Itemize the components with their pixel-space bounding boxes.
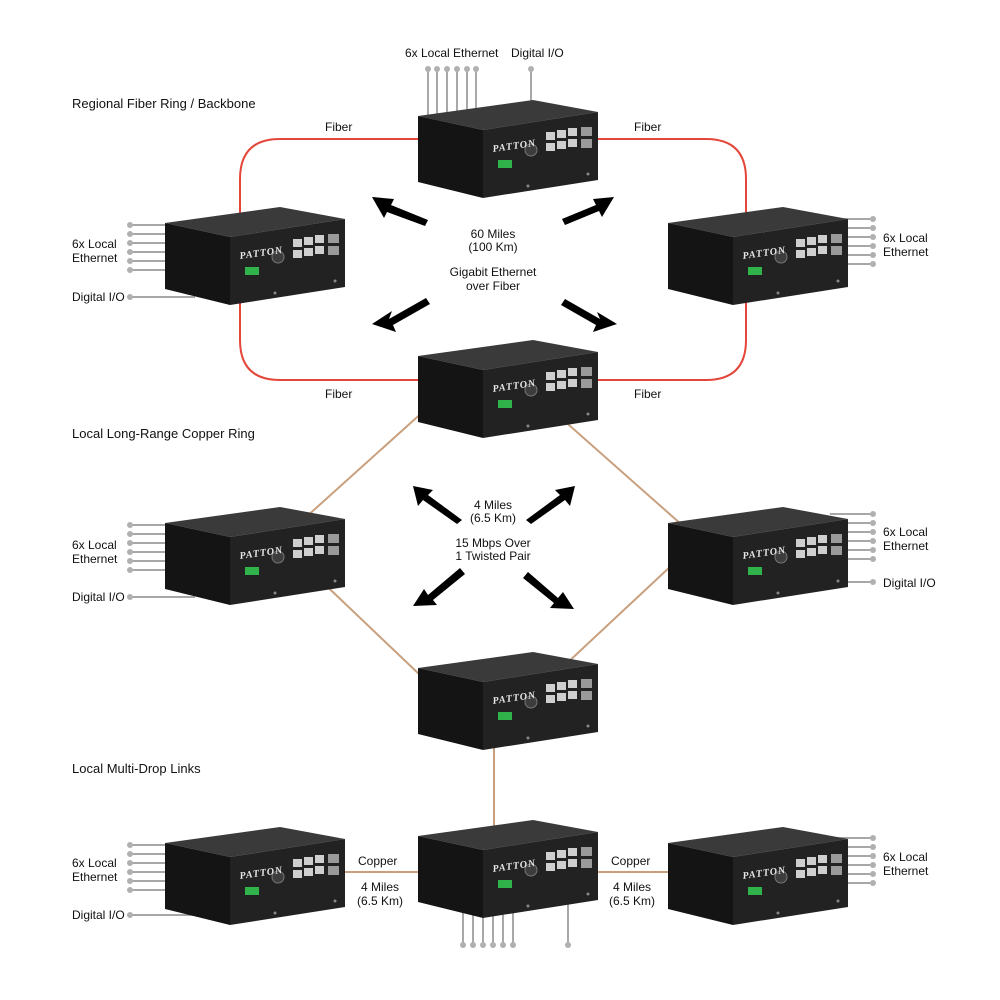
left-copper-ethernet-label-1: 6x Local: [72, 538, 117, 552]
fiber-distance-km: (100 Km): [468, 240, 517, 254]
right-copper-digital-io-label: Digital I/O: [883, 576, 936, 590]
left-multidrop-ethernet-label-1: 6x Local: [72, 856, 117, 870]
right-fiber-ethernet-label-1: 6x Local: [883, 231, 928, 245]
arrow-up-left-icon: [372, 197, 428, 226]
fiber-speed-line2: over Fiber: [466, 279, 520, 293]
fiber-label-top-left: Fiber: [325, 120, 352, 134]
device-multidrop-right: PATTON: [667, 826, 849, 926]
left-copper-link-label: Copper: [358, 854, 397, 868]
left-fiber-ethernet-label-1: 6x Local: [72, 237, 117, 251]
copper-speed-line2: 1 Twisted Pair: [455, 549, 530, 563]
copper-distance-miles: 4 Miles: [474, 498, 512, 512]
arrow-up-right-icon: [526, 486, 575, 524]
left-fiber-ethernet-label-2: Ethernet: [72, 251, 118, 265]
device-copper-bottom: PATTON: [417, 651, 599, 751]
copper-speed-line1: 15 Mbps Over: [455, 536, 530, 550]
right-copper-ethernet-label-2: Ethernet: [883, 539, 929, 553]
device-fiber-right: PATTON: [667, 206, 849, 306]
arrow-up-left-icon: [413, 486, 462, 524]
arrow-up-right-icon: [562, 197, 614, 225]
device-copper-left: PATTON: [164, 506, 346, 606]
top-ethernet-label: 6x Local Ethernet: [405, 46, 499, 60]
right-multidrop-ethernet-label-2: Ethernet: [883, 864, 929, 878]
device-fiber-left: PATTON: [164, 206, 346, 306]
copper-arrows: [413, 486, 575, 609]
copper-distance-km: (6.5 Km): [470, 511, 516, 525]
section-title-fiber-ring: Regional Fiber Ring / Backbone: [72, 96, 256, 111]
left-multidrop-digital-io-label: Digital I/O: [72, 908, 125, 922]
device-copper-right: PATTON: [667, 506, 849, 606]
multidrop-links: [343, 742, 680, 873]
fiber-speed-line1: Gigabit Ethernet: [450, 265, 537, 279]
left-copper-ethernet-label-2: Ethernet: [72, 552, 118, 566]
arrow-down-left-icon: [372, 298, 430, 332]
arrow-down-left-icon: [413, 568, 465, 606]
section-title-multidrop: Local Multi-Drop Links: [72, 761, 201, 776]
left-multidrop-ethernet-label-2: Ethernet: [72, 870, 118, 884]
device-fiber-top: PATTON: [417, 99, 599, 199]
device-multidrop-center: PATTON: [417, 819, 599, 919]
left-fiber-digital-io-label: Digital I/O: [72, 290, 125, 304]
fiber-label-bottom-right: Fiber: [634, 387, 661, 401]
arrow-down-right-icon: [561, 299, 617, 332]
right-fiber-ethernet-label-2: Ethernet: [883, 245, 929, 259]
right-link-distance-miles: 4 Miles: [613, 880, 651, 894]
fiber-arrows: [372, 197, 617, 332]
copper-ring-line: [304, 409, 683, 676]
left-link-distance-km: (6.5 Km): [357, 894, 403, 908]
arrow-down-right-icon: [523, 572, 574, 609]
fiber-distance-miles: 60 Miles: [471, 227, 516, 241]
right-link-distance-km: (6.5 Km): [609, 894, 655, 908]
right-copper-ethernet-label-1: 6x Local: [883, 525, 928, 539]
section-title-copper-ring: Local Long-Range Copper Ring: [72, 426, 255, 441]
left-copper-digital-io-label: Digital I/O: [72, 590, 125, 604]
top-digital-io-label: Digital I/O: [511, 46, 564, 60]
device-multidrop-left: PATTON: [164, 826, 346, 926]
device-fiber-bottom: PATTON: [417, 339, 599, 439]
fiber-label-top-right: Fiber: [634, 120, 661, 134]
right-copper-link-label: Copper: [611, 854, 650, 868]
fiber-label-bottom-left: Fiber: [325, 387, 352, 401]
right-multidrop-ethernet-label-1: 6x Local: [883, 850, 928, 864]
left-link-distance-miles: 4 Miles: [361, 880, 399, 894]
